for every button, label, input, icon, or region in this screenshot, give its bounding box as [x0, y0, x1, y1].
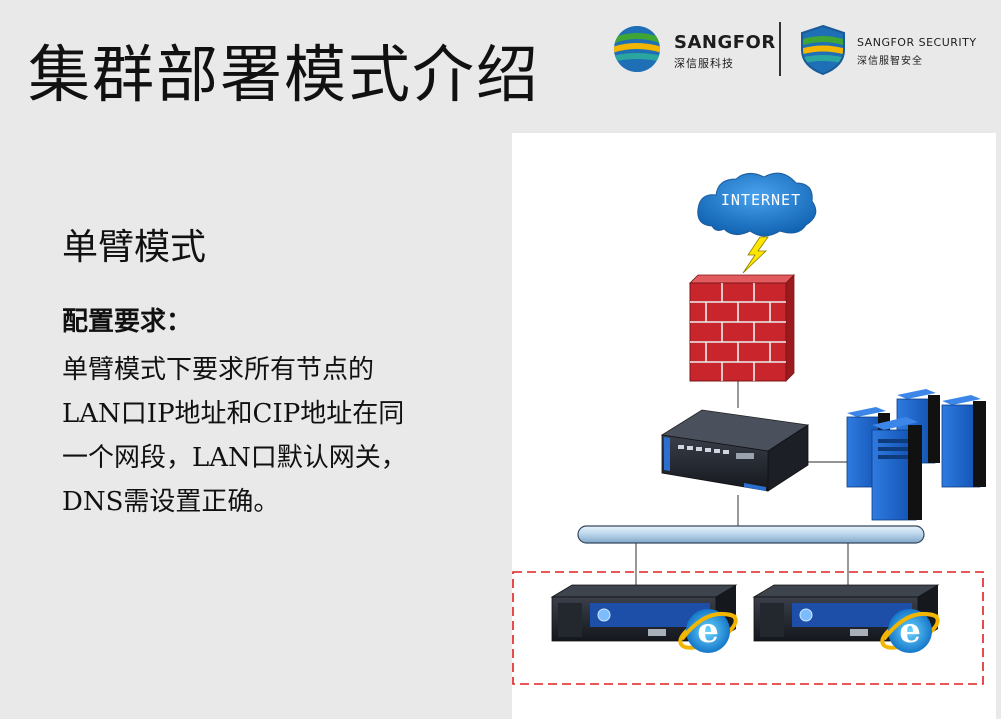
ie-logo-icon: e	[678, 609, 738, 653]
sangfor-security-logo: SANGFOR SECURITY 深信服智安全	[796, 22, 986, 76]
cluster-boundary	[512, 571, 984, 685]
sangfor-globe-icon	[614, 26, 660, 72]
connection-lines	[635, 380, 849, 585]
server-tower	[871, 417, 922, 521]
lightning-bolt-icon	[742, 236, 769, 274]
sangfor-logo-name: SANGFOR	[674, 32, 776, 53]
firewall-icon	[689, 274, 795, 382]
description-line: 单臂模式下要求所有节点的	[62, 355, 375, 385]
requirement-label: 配置要求：	[62, 307, 193, 337]
logo-area: SANGFOR 深信服科技 SANGFOR SECURITY 深信服智安全	[610, 18, 990, 80]
topology-svg: INTERNET	[512, 172, 986, 685]
sangfor-logo: SANGFOR 深信服科技	[610, 22, 775, 76]
mode-heading: 单臂模式	[62, 227, 207, 268]
network-diagram: INTERNET	[512, 133, 996, 719]
internet-cloud-icon: INTERNET	[697, 172, 817, 237]
network-device-icon	[660, 409, 810, 492]
requirement-description: 单臂模式下要求所有节点的 LAN口IP地址和CIP地址在同 一个网段，LAN口默…	[62, 348, 452, 524]
ie-logo-icon: e	[880, 609, 940, 653]
security-logo-name: SANGFOR SECURITY	[857, 36, 977, 49]
description-line: DNS需设置正确。	[62, 487, 280, 517]
security-logo-subtitle: 深信服智安全	[857, 56, 923, 67]
description-line: LAN口IP地址和CIP地址在同	[62, 399, 405, 429]
page-title: 集群部署模式介绍	[28, 38, 541, 111]
logo-divider	[779, 22, 781, 76]
cloud-label: INTERNET	[721, 191, 801, 209]
sangfor-logo-subtitle: 深信服科技	[674, 57, 734, 70]
server-tower	[941, 395, 986, 488]
network-bus-icon	[577, 525, 925, 544]
description-line: 一个网段，LAN口默认网关，	[62, 443, 407, 473]
security-shield-icon	[801, 24, 845, 76]
server-stack-icon	[846, 389, 986, 521]
